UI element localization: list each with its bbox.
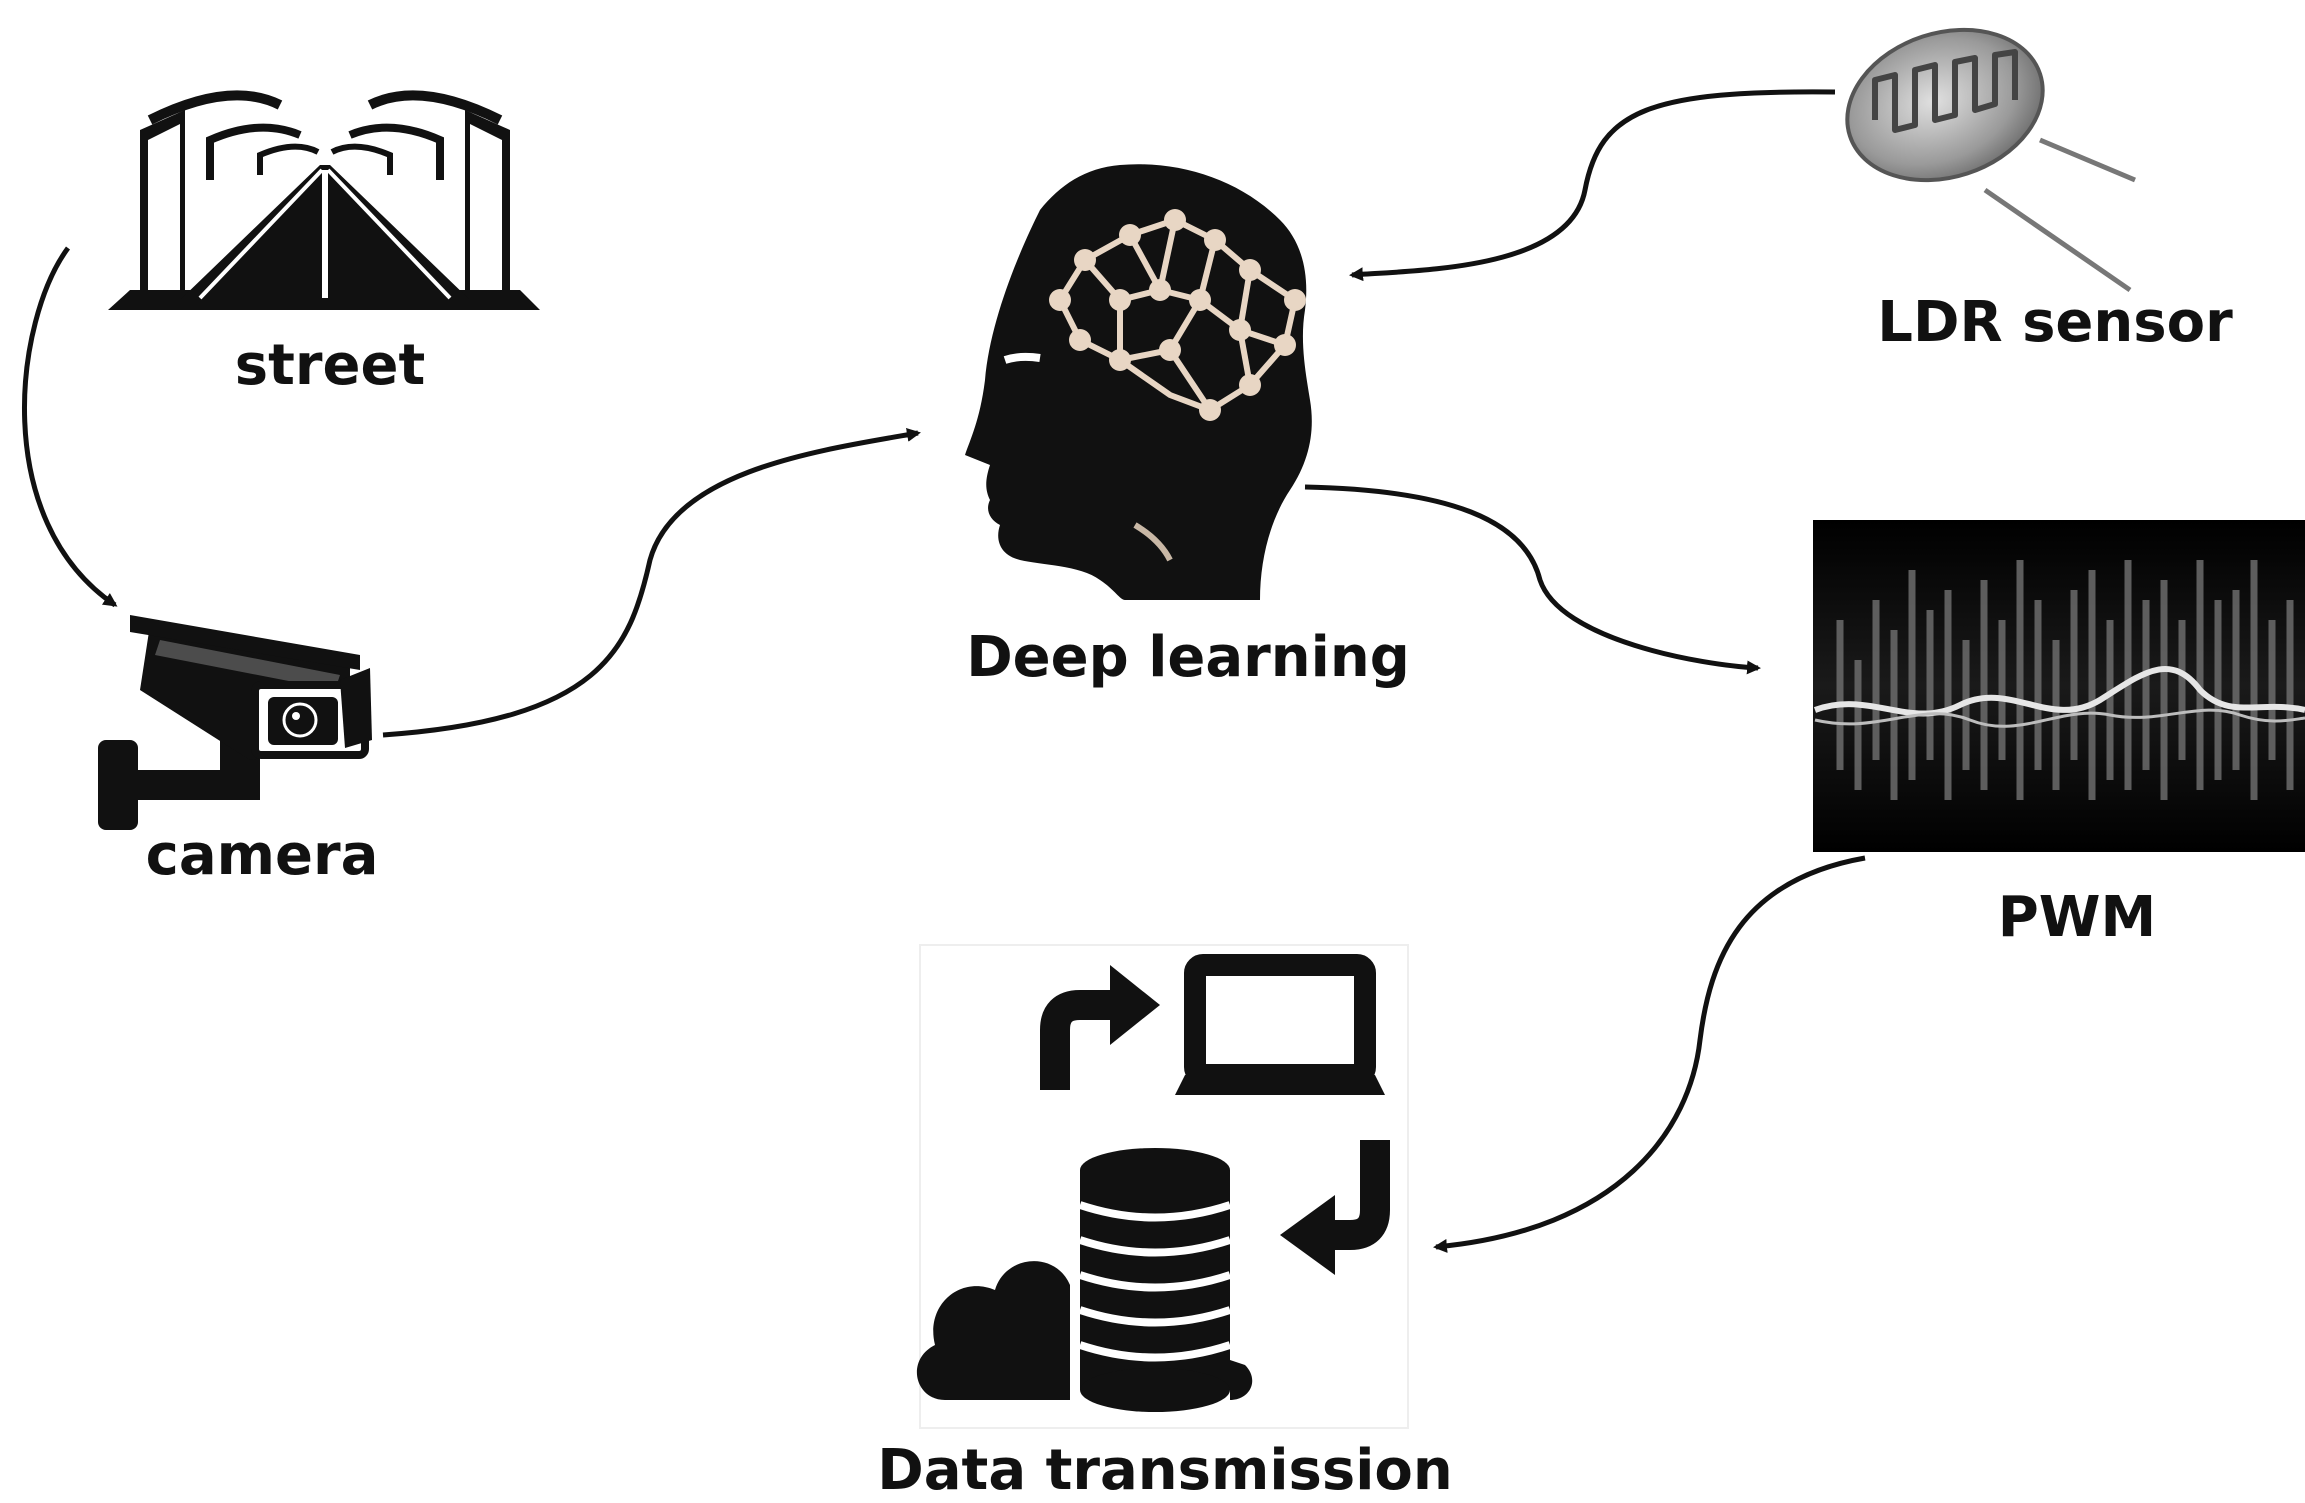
edge-street-camera — [22, 246, 118, 608]
edge-camera-deep-learning — [382, 427, 921, 738]
street-tunnel-icon — [108, 90, 540, 310]
pwm-label: PWM — [1997, 885, 2157, 950]
waveform-icon — [1813, 520, 2305, 852]
ldr-sensor-icon — [1845, 27, 2136, 293]
deep-learning-label: Deep learning — [966, 625, 1410, 690]
data-transmission-label: Data transmission — [877, 1438, 1453, 1503]
edge-pwm-data-transmission — [1433, 855, 1866, 1253]
street-label: street — [234, 333, 426, 398]
edge-deep-learning-pwm — [1304, 484, 1761, 675]
brain-head-icon — [965, 164, 1312, 600]
camera-label: camera — [145, 823, 379, 888]
edge-ldr-deep-learning — [1349, 89, 1836, 282]
cloud-database-laptop-icon — [916, 944, 1409, 1429]
ldr-sensor-label: LDR sensor — [1877, 290, 2233, 355]
cctv-camera-icon — [98, 615, 372, 830]
